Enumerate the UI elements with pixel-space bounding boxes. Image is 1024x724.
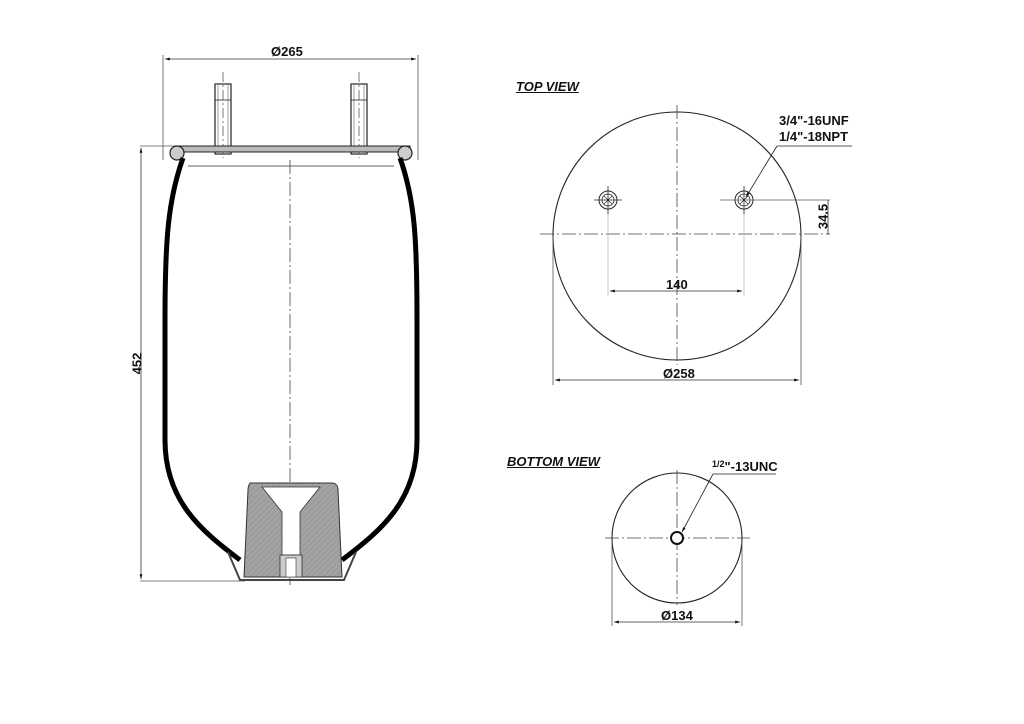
top-view	[540, 105, 852, 385]
bellow-left-wall	[162, 157, 242, 562]
bottom-thread-label: 1/2"-13UNC	[712, 459, 778, 474]
bottom-thread-spec: "-13UNC	[724, 459, 778, 474]
side-height-label: 452	[129, 352, 145, 375]
mounting-stud-left	[214, 72, 232, 158]
top-thread-label-1: 3/4"-16UNF	[779, 113, 849, 128]
port-right	[720, 186, 830, 214]
top-diameter-label: Ø258	[663, 366, 695, 381]
bellow-right-wall	[340, 157, 420, 562]
side-diameter-label: Ø265	[271, 44, 303, 59]
top-thread-label-2: 1/4"-18NPT	[779, 129, 849, 144]
top-offset-label: 34.5	[815, 203, 831, 230]
bottom-diameter-label: Ø134	[661, 608, 693, 623]
top-view-title: TOP VIEW	[516, 79, 579, 94]
bottom-view-title: BOTTOM VIEW	[507, 454, 600, 469]
bottom-view	[605, 470, 776, 626]
piston	[227, 482, 357, 581]
top-spacing-label: 140	[666, 277, 688, 292]
side-view	[139, 55, 420, 585]
port-left	[594, 186, 622, 214]
mounting-stud-right	[350, 72, 368, 158]
bottom-thread-fraction: 1/2	[712, 459, 725, 469]
